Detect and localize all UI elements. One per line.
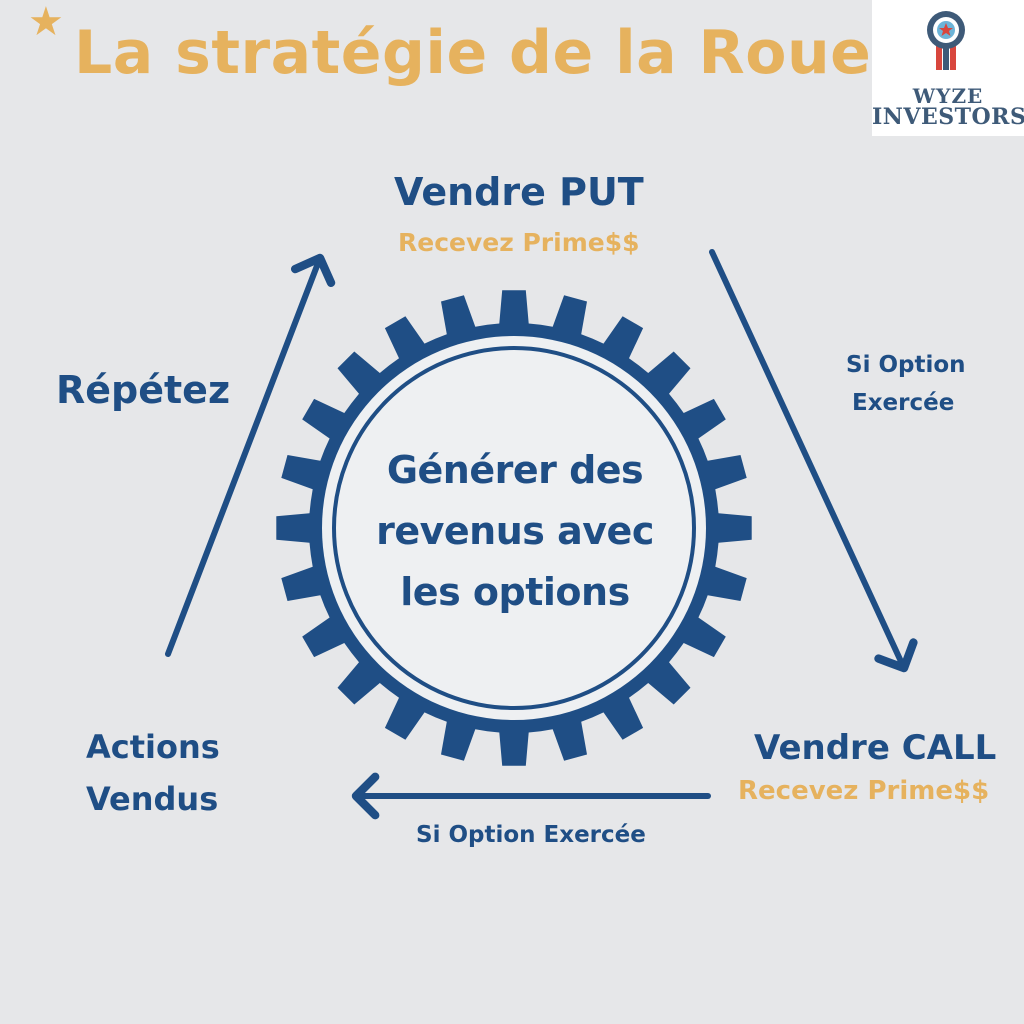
- gear-inner-line: [332, 346, 696, 710]
- gear-icon: [276, 290, 752, 766]
- center-caption-line: les options: [400, 569, 630, 614]
- sell-put-premium: Recevez Prime$$: [398, 228, 640, 257]
- center-caption-line: revenus avec: [376, 508, 654, 553]
- arrow-repeat-to-put: [165, 253, 336, 657]
- repeat-label: Répétez: [56, 368, 231, 412]
- page-title: La stratégie de la Roue: [74, 18, 872, 88]
- shares-sold-label-line2: Vendus: [86, 780, 219, 818]
- exercised-label-right-line1: Si Option: [846, 352, 966, 378]
- sell-call-title: Vendre CALL: [754, 728, 997, 768]
- sell-put-title: Vendre PUT: [394, 170, 644, 214]
- shares-sold-label-line1: Actions: [86, 728, 220, 766]
- sell-call-premium: Recevez Prime$$: [738, 776, 990, 806]
- logo-text-line2: INVESTORS: [872, 104, 1024, 130]
- center-caption: Générer des revenus avec les options: [340, 440, 690, 622]
- arrow-put-to-call: [709, 249, 918, 673]
- star-icon: ★: [28, 0, 64, 45]
- logo-text-line1: WYZE: [912, 84, 984, 108]
- medal-icon: [927, 11, 965, 70]
- gear-inner-ring: [322, 336, 706, 720]
- center-caption-line: Générer des: [386, 448, 644, 492]
- exercised-label-bottom: Si Option Exercée: [416, 822, 646, 848]
- exercised-label-right-line2: Exercée: [852, 390, 955, 416]
- wyze-investors-logo: WYZE INVESTORS: [872, 0, 1024, 136]
